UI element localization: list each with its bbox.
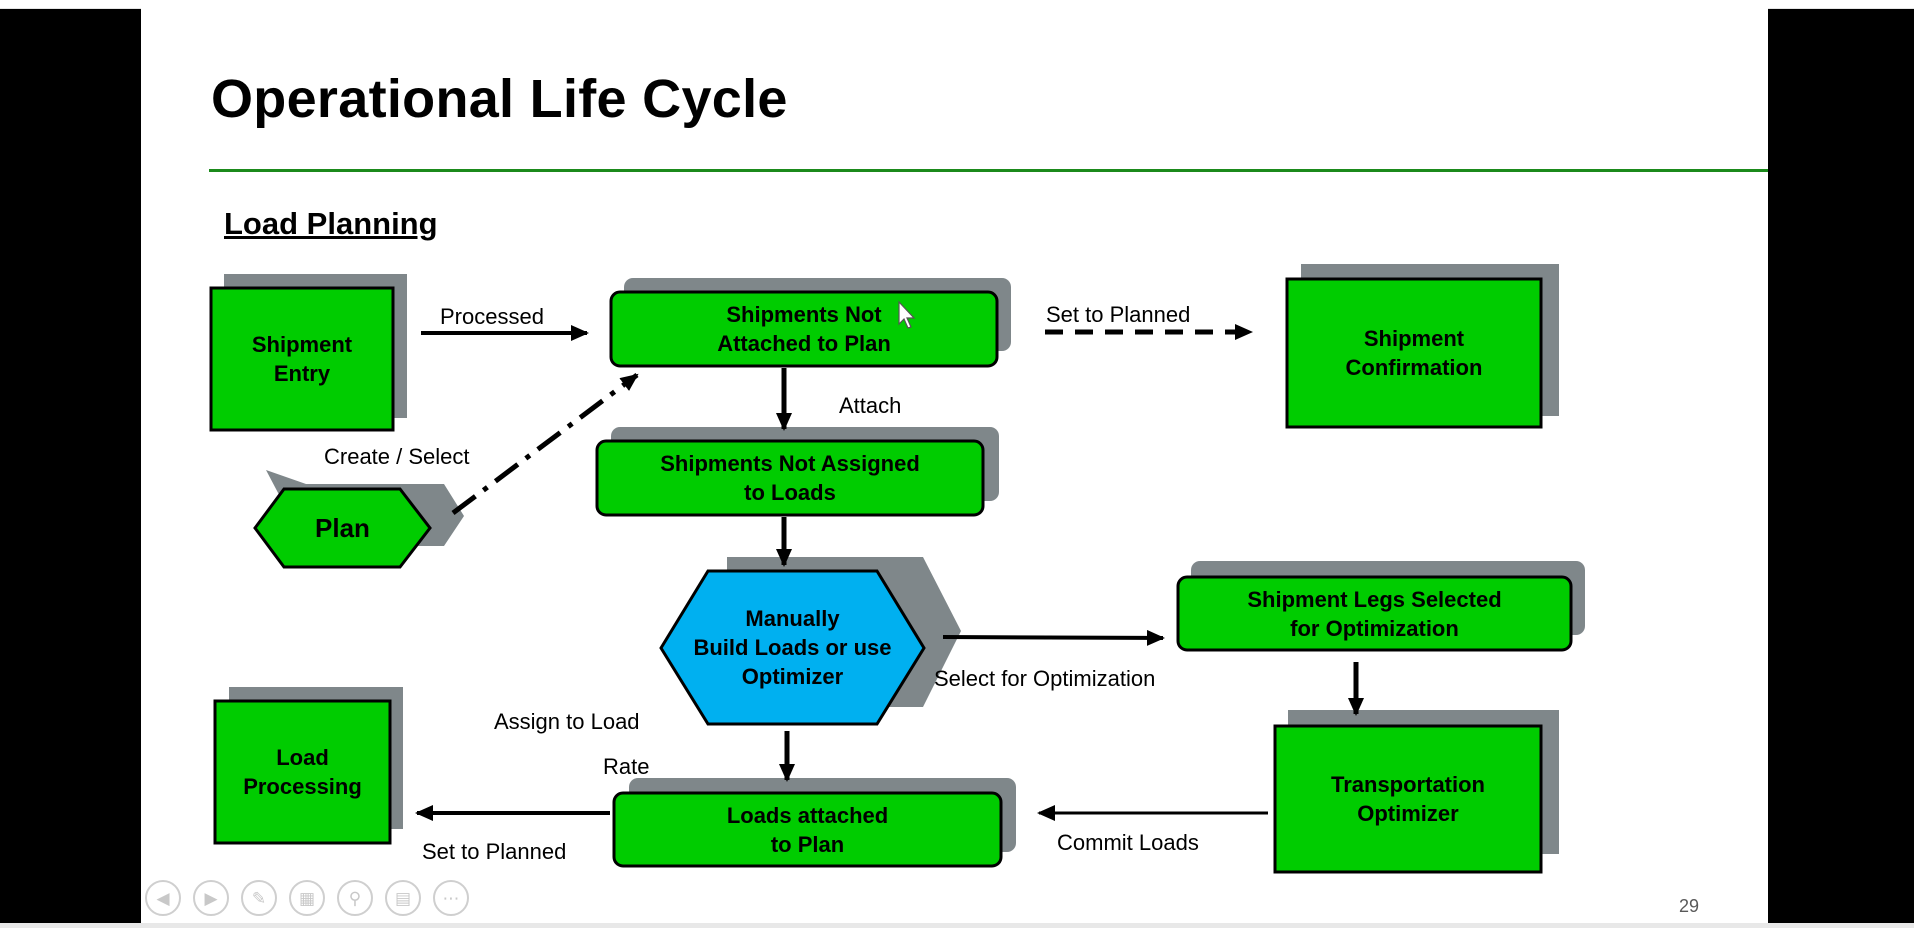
next-icon[interactable]: ▶	[193, 880, 229, 916]
label-transportation-optimizer: Transportation Optimizer	[1330, 772, 1485, 826]
bottom-bar	[0, 923, 1914, 928]
edge-label-select-for-optimization: Select for Optimization	[934, 666, 1156, 691]
node-load-processing	[213, 687, 403, 845]
node-shipments-not-assigned	[595, 427, 999, 517]
label-load-processing: Load Processing	[243, 745, 362, 799]
title-divider	[209, 169, 1768, 172]
node-shipment-legs	[1176, 561, 1585, 652]
page-number: 29	[1679, 896, 1700, 916]
arrow-select-for-optimization	[942, 629, 1165, 646]
label-shipment-entry: Shipment Entry	[251, 332, 353, 386]
node-shipment-confirmation	[1285, 264, 1559, 429]
previous-icon[interactable]: ◀	[145, 880, 181, 916]
more-icon[interactable]: ⋯	[433, 880, 469, 916]
slide: Operational Life Cycle Load Planning	[141, 8, 1768, 923]
node-shipment-entry	[209, 274, 407, 432]
cursor-icon	[898, 300, 916, 329]
label-shipments-not-attached: Shipments Not Attached to Plan	[717, 302, 891, 356]
edge-label-commit-loads: Commit Loads	[1057, 830, 1199, 855]
slide-title: Operational Life Cycle	[211, 69, 788, 129]
zoom-icon[interactable]: ⚲	[337, 880, 373, 916]
edge-label-set-to-planned-bottom: Set to Planned	[422, 839, 567, 864]
edge-label-attach: Attach	[839, 393, 902, 418]
node-loads-attached	[612, 778, 1016, 868]
arrow-create-select	[451, 373, 639, 515]
edge-label-set-to-planned-top: Set to Planned	[1046, 302, 1191, 327]
node-plan	[253, 470, 464, 569]
slide-subtitle: Load Planning	[224, 206, 438, 241]
label-shipment-legs: Shipment Legs Selected for Optimization	[1247, 586, 1502, 641]
label-manually-build: Manually Build Loads or use Optimizer	[693, 606, 892, 689]
edge-label-rate: Rate	[603, 754, 650, 779]
pen-icon[interactable]: ✎	[241, 880, 277, 916]
subtitles-icon[interactable]: ▤	[385, 880, 421, 916]
label-plan: Plan	[315, 512, 370, 543]
slides-icon[interactable]: ▦	[289, 880, 325, 916]
node-manually-build	[659, 557, 961, 726]
edge-label-create-select: Create / Select	[324, 444, 470, 469]
node-transportation-optimizer	[1273, 710, 1559, 874]
label-shipment-confirmation: Shipment Confirmation	[1345, 326, 1483, 380]
label-loads-attached: Loads attached to Plan	[726, 802, 889, 857]
label-shipments-not-assigned: Shipments Not Assigned to Loads	[660, 451, 920, 505]
flow-diagram	[209, 264, 1585, 874]
edge-label-assign-to-load: Assign to Load	[494, 709, 640, 734]
edge-label-processed: Processed	[440, 304, 544, 329]
